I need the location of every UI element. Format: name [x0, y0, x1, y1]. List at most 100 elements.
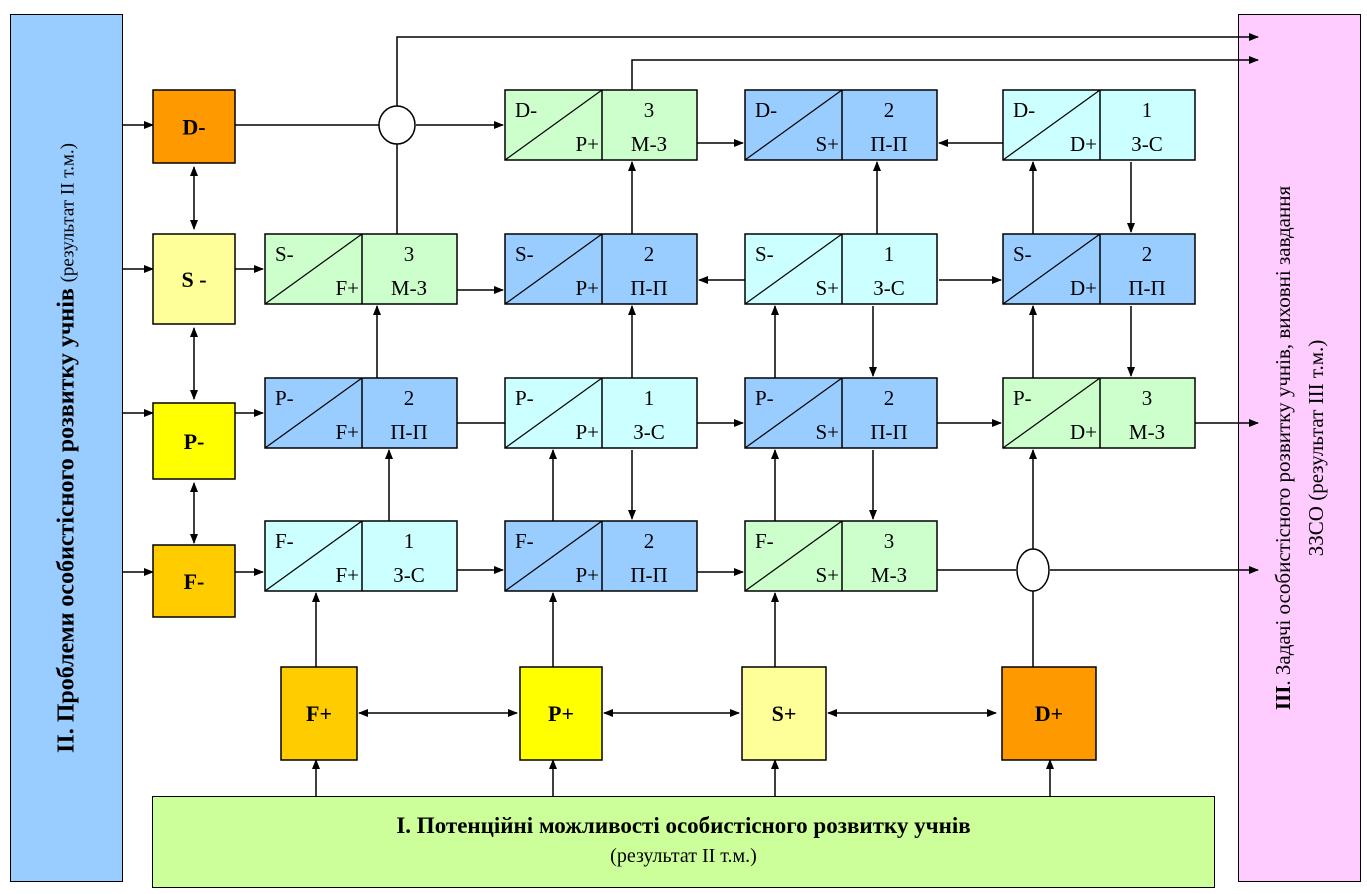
minus-factor-label: P-: [184, 429, 205, 454]
cell-plus-label: S+: [815, 132, 839, 156]
cell-code: З-С: [1131, 132, 1163, 156]
cell-box: [744, 233, 938, 305]
cell-code: П-П: [870, 132, 907, 156]
cell-d-d: D-D+1З-С: [1002, 89, 1196, 161]
minus-factor-box: [152, 233, 236, 325]
plus-factor-box: [280, 666, 358, 761]
cell-minus-label: P-: [1013, 386, 1032, 410]
cell-minus-label: S-: [275, 242, 294, 266]
problems-panel: ІІ. Проблеми особистісного розвитку учні…: [10, 14, 123, 882]
junction-oval-bottom: [1016, 548, 1050, 592]
cell-diagonal: [264, 377, 363, 449]
cell-plus-label: P+: [575, 276, 599, 300]
plus-factor-box: [519, 666, 603, 761]
cell-code: М-З: [631, 132, 667, 156]
potentials-panel: І. Потенційні можливості особистісного р…: [152, 796, 1215, 888]
cell-plus-label: F+: [335, 563, 359, 587]
cell-number: 3: [1142, 386, 1153, 410]
cell-p-p: P- P+ 1З-С: [504, 377, 698, 449]
potentials-subtitle: (результат ІІ т.м.): [610, 845, 757, 867]
output-arrow-top-1: [396, 33, 1259, 106]
cell-box: [264, 233, 458, 305]
potentials-label: І. Потенційні можливості особистісного р…: [153, 813, 1214, 868]
cell-plus-label: F+: [335, 276, 359, 300]
cell-code: М-З: [391, 276, 427, 300]
cell-diagonal: [1002, 89, 1101, 161]
cell-number: 2: [404, 386, 415, 410]
cell-number: 3: [404, 242, 415, 266]
cell-box: [504, 233, 698, 305]
cell-minus-label: F-: [275, 529, 294, 553]
cell-minus-label: P-: [515, 386, 534, 410]
cell-plus-label: S+: [815, 420, 839, 444]
cell-diagonal: [744, 233, 843, 305]
cell-diagonal: [504, 520, 603, 592]
cell-s-p: S-P+2П-П: [504, 233, 698, 305]
cell-minus-label: P-: [275, 386, 294, 410]
cell-box: [504, 520, 698, 592]
cell-number: 2: [884, 98, 895, 122]
factor-nodes: D- S - P- F- F+ P+ S+ D+: [152, 89, 1097, 761]
minus-factor-f: F-: [152, 544, 236, 618]
cell-f-p: F-P+2П-П: [504, 520, 698, 592]
cell-plus-label: D+: [1070, 276, 1097, 300]
cell-code: З-С: [873, 276, 905, 300]
cell-code: М-З: [1129, 420, 1165, 444]
cell-code: П-П: [870, 420, 907, 444]
cell-plus-label: S+: [815, 563, 839, 587]
minus-factor-label: D-: [182, 115, 205, 140]
cell-plus-label: D+: [1070, 132, 1097, 156]
cell-s-f: S- F+ 3М-З: [264, 233, 458, 305]
cell-number: 2: [1142, 242, 1153, 266]
minus-factor-box: [152, 89, 236, 164]
cell-diagonal: [504, 233, 603, 305]
minus-factor-s: S -: [152, 233, 236, 325]
cell-minus-label: D-: [515, 98, 537, 122]
cell-diagonal: [744, 377, 843, 449]
cell-diagonal: [744, 520, 843, 592]
cell-minus-label: F-: [755, 529, 774, 553]
cell-f-f: F- F+ 1З-С: [264, 520, 458, 592]
cell-number: 1: [404, 529, 415, 553]
junction-oval-top: [378, 105, 416, 145]
cell-box: [744, 520, 938, 592]
cell-box: [504, 89, 698, 161]
cell-box: [264, 520, 458, 592]
cell-code: З-С: [633, 420, 665, 444]
cell-code: М-З: [871, 563, 907, 587]
cell-d-s: D-S+2П-П: [744, 89, 938, 161]
cell-minus-label: S-: [755, 242, 774, 266]
cell-s-d: S-D+2П-П: [1002, 233, 1196, 305]
cell-code: П-П: [630, 276, 667, 300]
minus-factor-p: P-: [152, 402, 236, 480]
cell-number: 1: [644, 386, 655, 410]
matrix-cells: D-P+3М-ЗD-S+2П-ПD-D+1З-СS-F+3М-ЗS-P+2П-П…: [264, 89, 1196, 592]
minus-factor-label: S -: [181, 267, 206, 292]
cell-plus-label: S+: [815, 276, 839, 300]
cell-p-d: P-D+3М-З: [1002, 377, 1196, 449]
minus-factor-d: D-: [152, 89, 236, 164]
cell-box: [744, 377, 938, 449]
cell-number: 2: [884, 386, 895, 410]
plus-factor-s: S+: [741, 666, 827, 761]
cell-number: 2: [644, 242, 655, 266]
minus-factor-box: [152, 402, 236, 480]
cell-minus-label: D-: [1013, 98, 1035, 122]
cell-diagonal: [1002, 233, 1101, 305]
tasks-panel: ІІІ. Задачі особистісного розвитку учнів…: [1238, 14, 1361, 882]
cell-code: П-П: [390, 420, 427, 444]
cell-number: 3: [884, 529, 895, 553]
cell-diagonal: [1002, 377, 1101, 449]
potentials-title: І. Потенційні можливості особистісного р…: [396, 813, 971, 838]
cell-number: 2: [644, 529, 655, 553]
plus-factor-label: P+: [548, 701, 574, 726]
minus-factor-label: F-: [184, 569, 205, 594]
cell-code: П-П: [630, 563, 667, 587]
cell-box: [1002, 233, 1196, 305]
cell-plus-label: P+: [575, 420, 599, 444]
cell-plus-label: F+: [335, 420, 359, 444]
cell-diagonal: [264, 520, 363, 592]
minus-factor-box: [152, 544, 236, 618]
cell-code: З-С: [393, 563, 425, 587]
